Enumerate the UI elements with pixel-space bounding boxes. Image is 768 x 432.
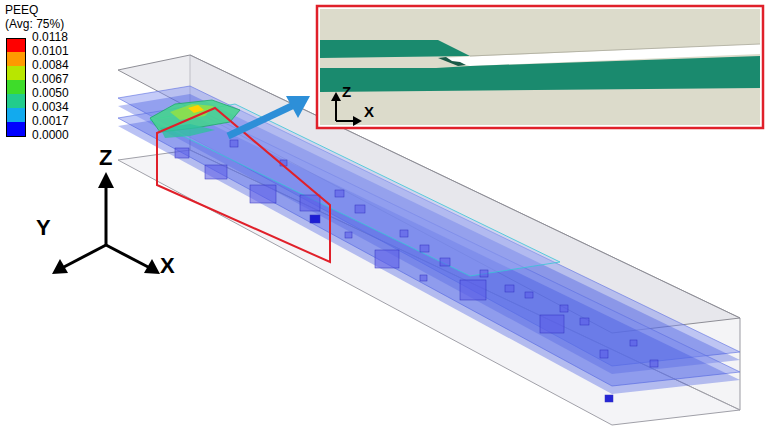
axis-label: X bbox=[160, 254, 175, 278]
legend-value: 0.0084 bbox=[32, 59, 69, 72]
axis-triad bbox=[52, 172, 160, 274]
legend-value: 0.0101 bbox=[32, 45, 69, 58]
legend-swatch bbox=[6, 108, 26, 123]
legend-value: 0.0000 bbox=[32, 129, 69, 142]
legend-swatch bbox=[6, 80, 26, 95]
axis-label: Y bbox=[36, 216, 51, 240]
legend-value: 0.0067 bbox=[32, 73, 69, 86]
void-defects bbox=[175, 140, 658, 402]
legend-value: 0.0017 bbox=[32, 115, 69, 128]
debond-plane bbox=[150, 104, 560, 276]
axis-label: Z bbox=[342, 84, 351, 101]
legend-swatch bbox=[6, 94, 26, 109]
legend-value: 0.0050 bbox=[32, 87, 69, 100]
legend-swatch bbox=[6, 122, 26, 137]
legend-swatch bbox=[6, 38, 26, 53]
legend-swatch bbox=[6, 52, 26, 67]
zoom-arrow bbox=[228, 96, 310, 136]
legend-title: PEEQ bbox=[5, 4, 38, 17]
legend-value: 0.0034 bbox=[32, 101, 69, 114]
inset-section-view bbox=[317, 6, 763, 128]
axis-label: X bbox=[364, 104, 374, 121]
axis-label: Z bbox=[99, 146, 112, 170]
legend-subtitle: (Avg: 75%) bbox=[5, 18, 64, 31]
legend-value: 0.0118 bbox=[32, 31, 68, 44]
legend-swatch bbox=[6, 66, 26, 81]
